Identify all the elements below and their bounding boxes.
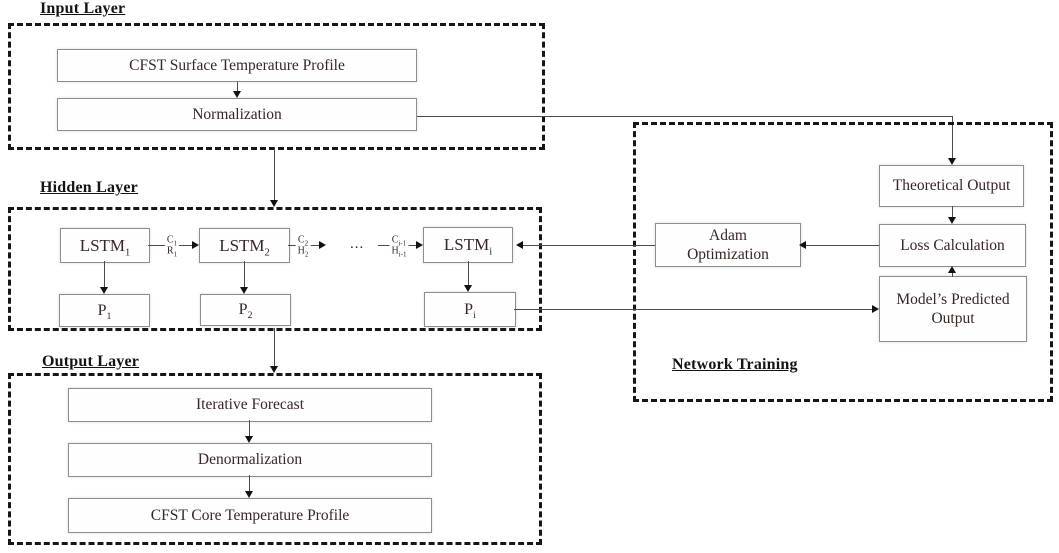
p-i-box: Pi (424, 292, 516, 327)
connector-loss-to-adam (806, 245, 879, 246)
connector-lstmi-to-pi (468, 261, 469, 285)
connector-lstm1-to-p1 (104, 261, 105, 287)
arrowhead-lstm2-to-ellipsis (319, 241, 326, 249)
arrowhead-into-theoretical-output (948, 158, 956, 165)
state-c1: C1 (166, 234, 178, 248)
connector-surface-to-normalization (237, 82, 238, 91)
arrowhead-pi-to-predicted (872, 305, 879, 313)
connector-normalization-to-theoretical-v (952, 116, 953, 158)
state-label-c1-r1: C1 R1 (164, 234, 180, 258)
connector-predicted-to-loss (952, 273, 953, 277)
loss-calculation-box: Loss Calculation (879, 224, 1026, 267)
p-1-label: P1 (97, 301, 112, 322)
arrowhead-ellipsis-to-lstmi (416, 241, 423, 249)
connector-pi-to-predicted (514, 309, 872, 310)
denormalization-box: Denormalization (68, 443, 432, 477)
iterative-forecast-box: Iterative Forecast (68, 388, 432, 422)
arrowhead-lstm1-to-lstm2 (192, 241, 199, 249)
state-label-c2-h2: C2 H2 (295, 234, 311, 258)
arrowhead-surface-to-normalization (233, 91, 241, 98)
state-r1: R1 (166, 245, 178, 258)
models-predicted-output-label: Model’s Predicted Output (896, 290, 1010, 327)
arrowhead-lstmi-to-pi (464, 285, 472, 292)
lstm-i-box: LSTMi (423, 227, 513, 263)
normalization-box: Normalization (57, 98, 417, 131)
arrowhead-loss-to-adam (799, 241, 806, 249)
adam-optimization-label: Adam Optimization (687, 226, 769, 263)
state-ci-1: Ci-1 (391, 234, 407, 248)
lstm-2-label: LSTM2 (219, 235, 270, 258)
hidden-layer-boundary (8, 207, 542, 331)
theoretical-output-box: Theoretical Output (879, 165, 1024, 207)
p-i-label: Pi (464, 300, 476, 321)
arrowhead-denormalization-to-core (245, 491, 253, 498)
connector-hidden-to-output (274, 328, 275, 366)
lstm-i-label: LSTMi (443, 235, 493, 258)
connector-denormalization-to-core (249, 475, 250, 491)
p-2-box: P2 (200, 294, 291, 326)
state-label-ci1-hi1: Ci-1 Hi-1 (389, 234, 409, 258)
arrowhead-lstm2-to-p2 (240, 287, 248, 294)
cfst-core-temperature-profile-box: CFST Core Temperature Profile (68, 498, 432, 533)
arrowhead-predicted-to-loss (948, 266, 956, 273)
connector-input-to-hidden (274, 147, 275, 200)
arrowhead-lstm1-to-p1 (100, 287, 108, 294)
output-layer-boundary (8, 373, 542, 545)
lstm-1-box: LSTM1 (60, 228, 150, 263)
connector-adam-to-lstmi (523, 245, 655, 246)
p-1-box: P1 (59, 294, 150, 327)
state-hi-1: Hi-1 (391, 245, 407, 258)
connector-iterative-to-denormalization (249, 420, 250, 436)
adam-optimization-box: Adam Optimization (655, 223, 801, 267)
connector-lstm2-to-p2 (244, 261, 245, 287)
models-predicted-output-box: Model’s Predicted Output (879, 276, 1027, 342)
input-layer-boundary (8, 23, 545, 150)
network-training-boundary (633, 122, 1053, 402)
state-h2: H2 (297, 245, 309, 258)
lstm-1-label: LSTM1 (79, 235, 131, 258)
ellipsis: ... (350, 236, 365, 252)
hidden-layer-title: Hidden Layer (40, 179, 138, 196)
cfst-surface-temperature-profile-box: CFST Surface Temperature Profile (57, 49, 417, 82)
arrowhead-adam-to-lstmi (516, 241, 523, 249)
arrowhead-theoretical-to-loss (948, 217, 956, 224)
connector-theoretical-to-loss (952, 206, 953, 217)
arrowhead-hidden-to-output (270, 366, 278, 373)
input-layer-title: Input Layer (40, 0, 126, 17)
state-c2: C2 (297, 234, 309, 248)
p-2-label: P2 (238, 301, 253, 322)
arrowhead-input-to-hidden (270, 200, 278, 207)
network-training-title: Network Training (672, 356, 798, 373)
lstm-2-box: LSTM2 (199, 228, 290, 263)
arrowhead-iterative-to-denormalization (245, 436, 253, 443)
connector-normalization-to-theoretical-h (417, 116, 952, 117)
output-layer-title: Output Layer (42, 353, 140, 370)
